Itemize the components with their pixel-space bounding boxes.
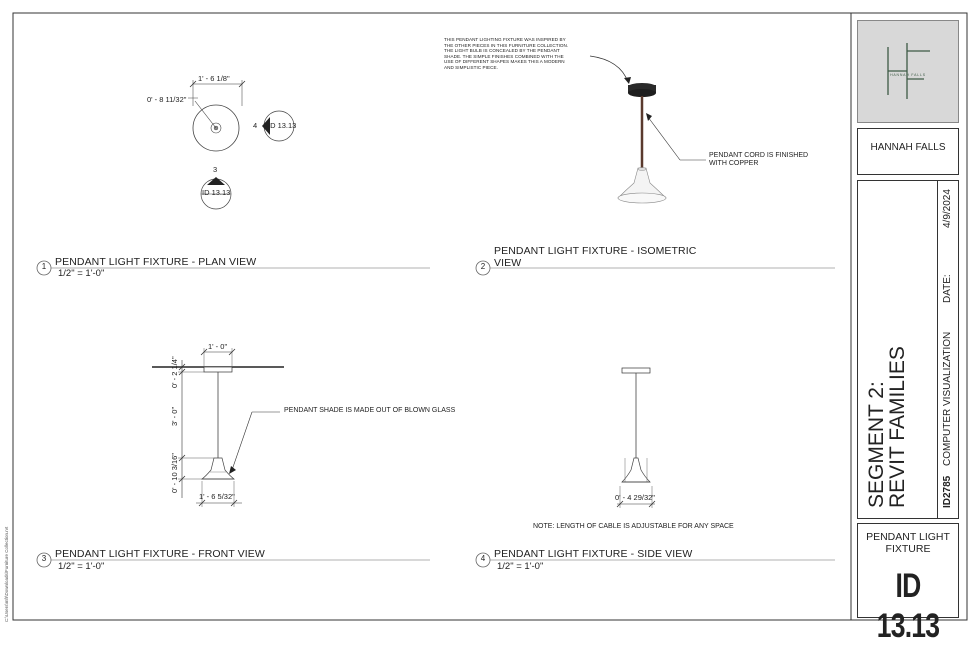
view-3-number: 3 [41, 554, 47, 563]
side-cable-note: NOTE: LENGTH OF CABLE IS ADJUSTABLE FOR … [533, 523, 734, 530]
front-dim-shade: 0' - 10 3/16" [170, 453, 179, 493]
iso-description-line-2: THE OTHER PIECES IN THIS FURNITURE COLLE… [444, 42, 569, 48]
date-label: DATE: [942, 274, 953, 303]
course-code: ID2785 [942, 475, 953, 508]
front-view-drawing [152, 348, 284, 507]
iso-description-line-6: AND SIMPLISTIC PIECE. [444, 64, 498, 70]
company-name: HANNAH FALLS [870, 142, 946, 153]
course-name: COMPUTER VISUALIZATION [942, 331, 953, 466]
iso-cord-note-line-2: WITH COPPER [709, 160, 759, 167]
iso-description-line-3: THE LIGHT BULB IS CONCEALED BY THE PENDA… [444, 48, 560, 53]
title-block-company-box: HANNAH FALLS [857, 128, 959, 175]
plan-tag-right-label: ID 13.13 [268, 121, 297, 130]
view-4-number: 4 [480, 554, 486, 563]
logo-text: HANNAH FALLS [890, 73, 926, 77]
view-1-scale: 1/2" = 1'-0" [58, 268, 105, 279]
iso-cord-note-line-1: PENDANT CORD IS FINISHED [709, 152, 809, 159]
front-dim-canopy: 0' - 2 1/4" [170, 356, 179, 388]
view-2-title-line1: PENDANT LIGHT FIXTURE - ISOMETRIC [494, 245, 697, 257]
title-block-sheet-box: PENDANT LIGHT FIXTURE ID 13.13 [857, 523, 959, 645]
plan-tag-bottom-number: 3 [213, 165, 218, 174]
hf-logo-icon [887, 43, 930, 99]
iso-description-line-5: USE OF DIFFERENT SHAPES MAKES THIS A MOD… [444, 59, 565, 64]
view-3-title: PENDANT LIGHT FIXTURE - FRONT VIEW [55, 548, 265, 560]
front-dim-bottom: 1' - 6 5/32" [199, 492, 235, 501]
title-block-segment-box: SEGMENT 2: REVIT FAMILIES ID2785 COMPUTE… [857, 180, 959, 519]
segment-line-1: SEGMENT 2: [865, 381, 888, 508]
side-dim-bottom: 0' - 4 29/32" [615, 493, 655, 502]
front-shade-note: PENDANT SHADE IS MADE OUT OF BLOWN GLASS [284, 407, 456, 414]
sheet-number: ID 13.13 [876, 567, 940, 645]
view-1-title: PENDANT LIGHT FIXTURE - PLAN VIEW [55, 256, 257, 268]
view-1-number: 1 [41, 262, 47, 271]
plan-tag-bottom-label: ID 13.13 [202, 188, 231, 197]
date-value: 4/9/2024 [942, 189, 953, 228]
view-4-title: PENDANT LIGHT FIXTURE - SIDE VIEW [494, 548, 693, 560]
plan-dim-width: 1' - 6 1/8" [198, 74, 230, 83]
plan-dim-radius: 0' - 8 11/32" [147, 95, 187, 104]
front-dim-cord: 3' - 0" [170, 406, 179, 426]
file-path: C:\Users\mfr\Downloads\Furniture Collect… [4, 526, 9, 622]
side-view-drawing [616, 367, 656, 508]
iso-description-line-1: THIS PENDANT LIGHTING FIXTURE WAS INSPIR… [444, 37, 566, 42]
view-4-scale: 1/2" = 1'-0" [497, 561, 544, 572]
front-dim-top: 1' - 0" [208, 342, 228, 351]
view-2-number: 2 [480, 262, 486, 271]
iso-description-line-4: SHADE. THE SIMPLE FINISHES COMBINED WITH… [444, 53, 564, 59]
title-block-logo-box: HANNAH FALLS [857, 20, 959, 123]
isometric-view-drawing [589, 55, 706, 204]
plan-view-drawing [188, 80, 295, 210]
plan-tag-right-number: 4 [253, 121, 258, 130]
segment-line-2: REVIT FAMILIES [886, 346, 909, 508]
view-3-scale: 1/2" = 1'-0" [58, 561, 105, 572]
sheet-title: PENDANT LIGHT FIXTURE [866, 531, 950, 555]
view-2-title-line2: VIEW [494, 257, 522, 269]
